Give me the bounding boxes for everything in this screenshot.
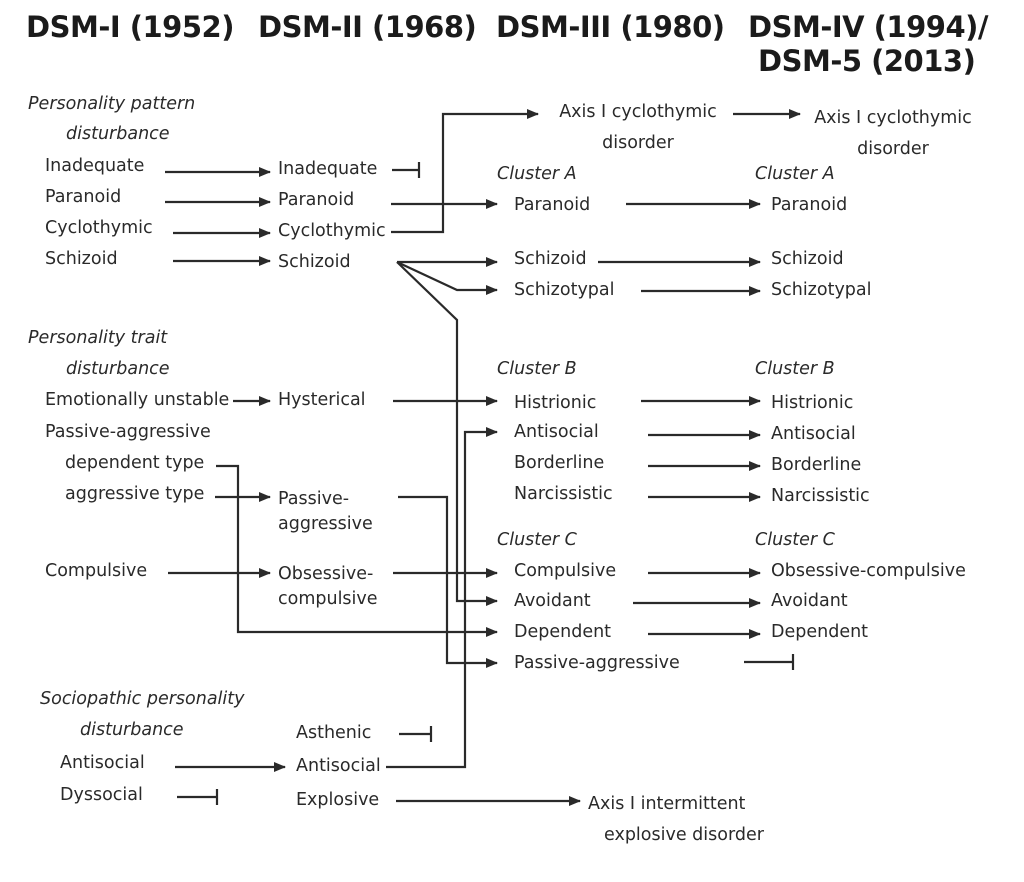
dsm1-inadequate: Inadequate <box>45 156 145 176</box>
terminated-line-asthenic <box>399 726 433 742</box>
dsm1-paranoid: Paranoid <box>45 187 122 207</box>
header-dsm-1: DSM-I (1952) <box>26 10 234 44</box>
dsm3-histrionic: Histrionic <box>514 393 597 413</box>
dsm2-hysterical: Hysterical <box>278 390 366 410</box>
dsm4-schizotypal: Schizotypal <box>771 280 872 300</box>
dsm4-cluster-b: Cluster B <box>755 359 835 379</box>
dsm3-borderline: Borderline <box>514 453 605 473</box>
arrow-cyclothymic-to-axis1 <box>391 109 539 234</box>
header-dsm-2: DSM-II (1968) <box>258 10 477 44</box>
dsm3-axis1-explosive-2: explosive disorder <box>604 825 764 845</box>
dsm4-axis1-cyclothymic-2: disorder <box>857 139 929 159</box>
dsm3-schizoid: Schizoid <box>514 249 587 269</box>
arrow-dependent-type-to-dependent <box>216 464 498 637</box>
dsm3-antisocial: Antisocial <box>514 422 599 442</box>
dsm1-cyclothymic: Cyclothymic <box>45 218 153 238</box>
dsm3-axis1-cyclothymic-2: disorder <box>602 133 674 153</box>
arrow-passive-aggressive-2-3 <box>398 495 498 668</box>
arrow-antisocial-2-3 <box>386 427 498 769</box>
dsm4-obsessive-compulsive: Obsessive-compulsive <box>771 561 966 581</box>
terminated-line-inadequate <box>392 162 421 178</box>
header-dsm-3: DSM-III (1980) <box>496 10 725 44</box>
dsm2-explosive: Explosive <box>296 790 380 810</box>
dsm4-histrionic: Histrionic <box>771 393 854 413</box>
dsm1-schizoid: Schizoid <box>45 249 118 269</box>
dsm4-axis1-cyclothymic: Axis I cyclothymic <box>814 108 972 128</box>
terminated-line-passive-aggressive <box>744 654 795 670</box>
dsm3-axis1-cyclothymic: Axis I cyclothymic <box>559 102 717 122</box>
dsm3-avoidant: Avoidant <box>514 591 591 611</box>
terminated-line-dyssocial <box>177 789 219 805</box>
dsm2-passive-aggressive: Passive- <box>278 489 350 509</box>
dsm1-pattern-label: Personality pattern <box>28 94 196 114</box>
dsm3-paranoid: Paranoid <box>514 195 591 215</box>
dsm2-asthenic: Asthenic <box>296 723 372 743</box>
dsm4-avoidant: Avoidant <box>771 591 848 611</box>
dsm4-schizoid: Schizoid <box>771 249 844 269</box>
header-dsm-4: DSM-IV (1994)/ <box>748 10 989 44</box>
dsm4-cluster-a: Cluster A <box>755 164 835 184</box>
header-dsm-5: DSM-5 (2013) <box>758 44 976 78</box>
dsm1-compulsive: Compulsive <box>45 561 148 581</box>
dsm2-inadequate: Inadequate <box>278 159 378 179</box>
dsm3-axis1-explosive: Axis I intermittent <box>588 794 746 814</box>
dsm3-compulsive: Compulsive <box>514 561 617 581</box>
arrow-schizoid-to-avoidant <box>396 261 498 606</box>
dsm4-paranoid: Paranoid <box>771 195 848 215</box>
dsm2-paranoid: Paranoid <box>278 190 355 210</box>
dsm2-obsessive-compulsive-2: compulsive <box>278 589 378 609</box>
dsm1-pattern-label-2: disturbance <box>66 124 170 144</box>
dsm3-passive-aggressive: Passive-aggressive <box>514 653 680 673</box>
arrow-schizoid-to-schizotypal <box>396 261 498 295</box>
dsm1-antisocial: Antisocial <box>60 753 145 773</box>
dsm1-sociopathic-label: Sociopathic personality <box>40 689 245 709</box>
dsm4-antisocial: Antisocial <box>771 424 856 444</box>
dsm1-passive-aggressive: Passive-aggressive <box>45 422 211 442</box>
dsm3-cluster-c: Cluster C <box>497 530 577 550</box>
dsm1-aggressive-type: aggressive type <box>65 484 205 504</box>
dsm1-dependent-type: dependent type <box>65 453 205 473</box>
dsm3-dependent: Dependent <box>514 622 612 642</box>
dsm2-obsessive-compulsive: Obsessive- <box>278 564 374 584</box>
dsm1-sociopathic-label-2: disturbance <box>80 720 184 740</box>
dsm4-dependent: Dependent <box>771 622 869 642</box>
dsm1-dyssocial: Dyssocial <box>60 785 143 805</box>
dsm2-passive-aggressive-2: aggressive <box>278 514 373 534</box>
dsm4-narcissistic: Narcissistic <box>771 486 870 506</box>
dsm4-cluster-c: Cluster C <box>755 530 835 550</box>
dsm3-cluster-a: Cluster A <box>497 164 577 184</box>
dsm1-trait-label-2: disturbance <box>66 359 170 379</box>
dsm2-antisocial: Antisocial <box>296 756 381 776</box>
dsm3-cluster-b: Cluster B <box>497 359 577 379</box>
dsm2-schizoid: Schizoid <box>278 252 351 272</box>
dsm2-cyclothymic: Cyclothymic <box>278 221 386 241</box>
dsm1-emotionally-unstable: Emotionally unstable <box>45 390 230 410</box>
dsm3-narcissistic: Narcissistic <box>514 484 613 504</box>
dsm3-schizotypal: Schizotypal <box>514 280 615 300</box>
dsm4-borderline: Borderline <box>771 455 862 475</box>
dsm1-trait-label: Personality trait <box>28 328 168 348</box>
